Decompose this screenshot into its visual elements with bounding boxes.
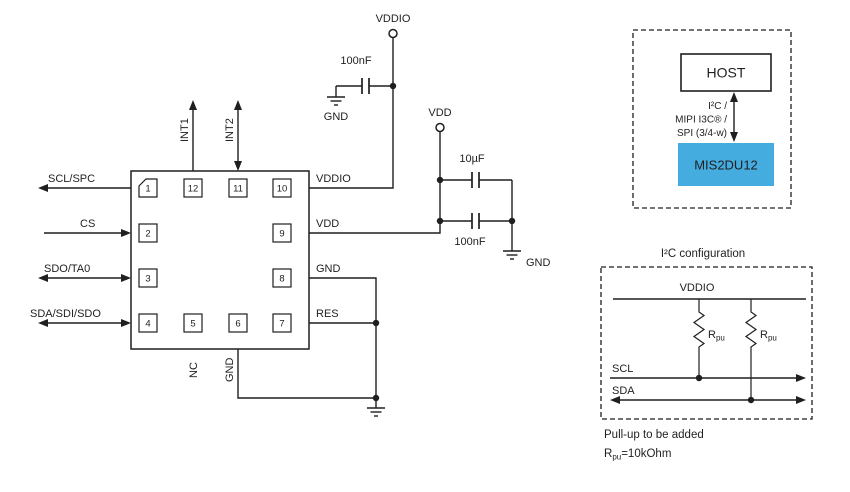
junction-dot	[372, 319, 380, 327]
pin-label-gnd: GND	[316, 263, 341, 275]
pin-8-pad	[272, 268, 292, 288]
arrowhead-right-icon	[796, 396, 806, 404]
signal-int2: INT2	[224, 100, 242, 171]
host-label: HOST	[707, 65, 746, 81]
ground-symbol	[327, 96, 345, 106]
pin-10-pad	[272, 178, 292, 198]
signal-label: SCL/SPC	[48, 173, 95, 185]
arrowhead-left-icon	[38, 274, 48, 282]
pin-12-pad	[183, 178, 203, 198]
pin-6-pad	[228, 313, 248, 333]
rpu-label: Rpu	[760, 329, 777, 343]
pin-label-vddio: VDDIO	[316, 173, 351, 185]
signal-cs: CS	[44, 218, 131, 237]
device-box	[678, 143, 774, 186]
pin-1-pad	[138, 178, 158, 198]
pullup-resistor	[692, 299, 706, 378]
arrowhead-right-icon	[121, 319, 131, 327]
arrowhead-left-icon	[38, 184, 48, 192]
pin-number: 5	[190, 319, 195, 330]
i2c-config-notes: Pull-up to be added Rpu=10kOhm	[604, 429, 704, 462]
vdd-supply: VDD 10µF 100nF GND	[309, 107, 551, 269]
wire	[309, 322, 377, 398]
pullup-note: Pull-up to be added	[604, 429, 704, 441]
arrowhead-left-icon	[610, 396, 620, 404]
rpu-value-note: Rpu=10kOhm	[604, 448, 671, 462]
pin-5-pad	[183, 313, 203, 333]
host-box	[680, 53, 772, 92]
pin-number: 6	[235, 319, 240, 330]
signal-label: INT1	[179, 118, 191, 142]
arrowhead-right-icon	[121, 274, 131, 282]
wire	[309, 277, 377, 323]
arrowhead-right-icon	[121, 229, 131, 237]
vddio-terminal-label: VDDIO	[376, 13, 411, 25]
arrowhead-up-icon	[234, 100, 242, 110]
vdd-terminal-label: VDD	[428, 107, 451, 119]
i2c-config-block: I²C configuration VDDIO Rpu Rpu SCL SDA	[600, 248, 813, 420]
vddio-supply: VDDIO 100nF GND	[309, 13, 411, 189]
capacitor-value: 10µF	[459, 153, 485, 165]
gnd-label: GND	[324, 111, 349, 123]
sda-label: SDA	[612, 385, 635, 397]
capacitor-value: 100nF	[340, 55, 371, 67]
arrowhead-down-icon	[234, 161, 242, 171]
pin-number: 2	[145, 229, 150, 240]
pin-number: 12	[188, 184, 199, 195]
bus-label: SPI (3/4-w)	[677, 128, 727, 139]
scl-label: SCL	[612, 363, 633, 375]
arrowhead-right-icon	[796, 374, 806, 382]
pin-3-pad	[138, 268, 158, 288]
pin-2-pad	[138, 223, 158, 243]
arrowhead-up-icon	[189, 100, 197, 110]
signal-label: INT2	[224, 118, 236, 142]
vdd-terminal-icon	[435, 122, 445, 133]
dashed-border	[600, 266, 813, 420]
pin-number: 10	[277, 184, 288, 195]
wire	[309, 131, 441, 234]
pullup-resistor	[744, 299, 758, 400]
pin-7-pad	[272, 313, 292, 333]
pin-number: 11	[233, 184, 243, 195]
pin-label-res: RES	[316, 308, 339, 320]
arrowhead-down-icon	[730, 132, 738, 142]
ground-symbol	[503, 250, 521, 260]
arrowhead-up-icon	[730, 92, 738, 102]
chip-package: 1 2 3 4 5 6 7 8 9 10 11 12 NC GND	[130, 170, 310, 383]
signal-label: SDA/SDI/SDO	[30, 308, 101, 320]
signal-label: CS	[80, 218, 95, 230]
wire	[237, 349, 376, 399]
signal-int1: INT1	[179, 100, 197, 171]
label-gnd-bottom: GND	[224, 358, 236, 383]
gnd-label: GND	[526, 257, 551, 269]
pin-9-pad	[272, 223, 292, 243]
junction-dot	[508, 217, 516, 225]
arrowhead-left-icon	[38, 319, 48, 327]
capacitor-value: 100nF	[454, 236, 485, 248]
bus-label: I²C /	[708, 101, 727, 112]
signal-sda-sdi-sdo: SDA/SDI/SDO	[30, 308, 131, 327]
bus-label: MIPI I3C® /	[675, 115, 727, 126]
vddio-rail-label: VDDIO	[680, 282, 715, 294]
signal-scl-spc: SCL/SPC	[38, 173, 131, 192]
pin-label-vdd: VDD	[316, 218, 339, 230]
i2c-config-title: I²C configuration	[661, 248, 745, 260]
gnd-res-net	[237, 277, 385, 417]
pin-4-pad	[138, 313, 158, 333]
device-label: MIS2DU12	[694, 158, 758, 173]
pin-number: 8	[279, 274, 284, 285]
pin-number: 9	[279, 229, 284, 240]
pin-11-pad	[228, 178, 248, 198]
signal-label: SDO/TA0	[44, 263, 90, 275]
rpu-label: Rpu	[708, 329, 725, 343]
label-nc: NC	[188, 362, 200, 378]
pin-number: 1	[145, 184, 150, 195]
pin-number: 7	[279, 319, 284, 330]
vddio-terminal-icon	[388, 28, 398, 39]
host-block: HOST I²C / MIPI I3C® / SPI (3/4-w) MIS2D…	[632, 29, 792, 209]
pin-number: 3	[145, 274, 150, 285]
ground-symbol	[367, 407, 385, 417]
signal-sdo-ta0: SDO/TA0	[38, 263, 131, 282]
pin-number: 4	[145, 319, 150, 330]
